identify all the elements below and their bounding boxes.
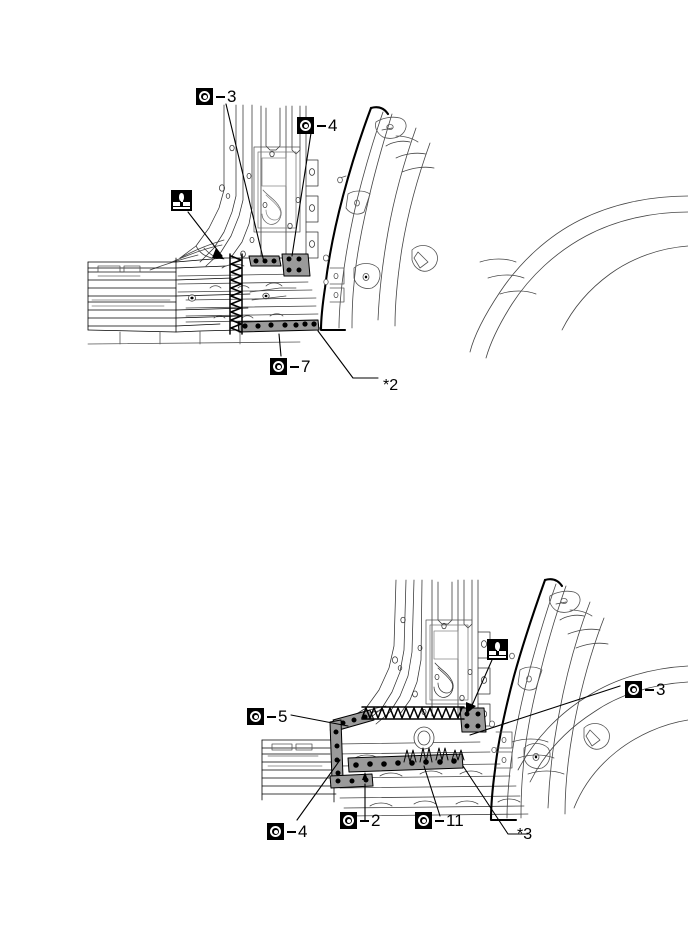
upper-rocker-panel bbox=[87, 257, 307, 333]
weld-point-icon bbox=[297, 117, 314, 134]
leader-to-weld-5 bbox=[290, 714, 349, 727]
sealer-nozzle-shape bbox=[495, 641, 500, 650]
lower-wheel-arch-inner bbox=[506, 583, 688, 819]
lower-wheel-arch-outer bbox=[489, 578, 564, 822]
callout-weld-7-upper[interactable]: 7 bbox=[270, 358, 310, 375]
weld-point-icon bbox=[340, 812, 357, 829]
sealer-nozzle-shape bbox=[179, 192, 184, 201]
weld-point-icon bbox=[270, 358, 287, 375]
leader-to-star-2 bbox=[317, 330, 379, 379]
sealer-application-icon bbox=[487, 639, 508, 660]
weld-strip-upper-bottom bbox=[237, 319, 320, 333]
weld-point-icon bbox=[247, 708, 264, 725]
callout-dash bbox=[267, 715, 276, 718]
weld-strip-lower-right bbox=[459, 707, 487, 733]
callout-dash bbox=[290, 365, 299, 368]
sealer-bar-right bbox=[183, 202, 190, 206]
sealer-base-bar bbox=[489, 656, 506, 658]
sealer-spring-symbols bbox=[403, 747, 465, 763]
callout-number: 3 bbox=[656, 680, 666, 699]
leader-arrowhead-weld-2 bbox=[362, 772, 368, 780]
lower-leader-lines bbox=[290, 659, 621, 835]
lower-apron-detail bbox=[488, 590, 610, 769]
weld-point-icon bbox=[415, 812, 432, 829]
callout-weld-2-lower[interactable]: 2 bbox=[340, 812, 380, 829]
lower-figure-drawing bbox=[261, 578, 688, 835]
leader-to-weld-4-lower bbox=[296, 759, 341, 821]
weld-strip-upper-left bbox=[248, 255, 282, 267]
weld-point-icon bbox=[196, 88, 213, 105]
callout-number: 11 bbox=[446, 811, 464, 830]
sealer-stem-shape bbox=[496, 648, 499, 651]
callout-dash bbox=[360, 819, 369, 822]
leader-to-sealer-lower bbox=[469, 659, 493, 711]
leader-to-weld-4 bbox=[291, 132, 312, 257]
upper-pillar-structure bbox=[179, 104, 319, 269]
sealer-bead-upper-vertical bbox=[229, 253, 243, 335]
callout-dash bbox=[317, 124, 326, 127]
callout-weld-4-lower[interactable]: 4 bbox=[267, 823, 307, 840]
leader-to-weld-7 bbox=[278, 333, 282, 357]
callout-weld-4-upper[interactable]: 4 bbox=[297, 117, 337, 134]
weld-point-icon bbox=[625, 681, 642, 698]
callout-number: 4 bbox=[298, 822, 308, 841]
callout-dash bbox=[216, 95, 225, 98]
callout-weld-3-lower[interactable]: 3 bbox=[625, 681, 665, 698]
figure-lower-body-view bbox=[0, 520, 688, 920]
callout-dash bbox=[645, 688, 654, 691]
weld-strip-lower-horizontal bbox=[347, 753, 464, 773]
sealer-base-bar bbox=[173, 207, 190, 209]
sealer-bar-left bbox=[173, 202, 180, 206]
leader-to-weld-11 bbox=[423, 765, 441, 817]
callout-number: 4 bbox=[328, 116, 338, 135]
note-marker-star-3: *3 bbox=[517, 826, 533, 843]
callout-weld-11-lower[interactable]: 11 bbox=[415, 812, 464, 829]
sealer-bar-left bbox=[489, 651, 496, 655]
sealer-application-icon bbox=[171, 190, 192, 211]
weld-point-icon bbox=[267, 823, 284, 840]
leader-to-weld-3-lower bbox=[469, 685, 621, 736]
note-marker-star-2: *2 bbox=[383, 377, 399, 394]
callout-dash bbox=[435, 819, 444, 822]
upper-wheel-arch-inner bbox=[338, 111, 688, 359]
figure-upper-body-view bbox=[0, 0, 688, 430]
leader-to-star-3 bbox=[462, 765, 529, 835]
upper-wheel-arch-outer bbox=[319, 106, 390, 332]
sealer-bar-right bbox=[499, 651, 506, 655]
callout-number: 2 bbox=[371, 811, 381, 830]
lower-pillar-structure bbox=[349, 579, 491, 727]
lower-rocker-panel bbox=[261, 735, 337, 803]
callout-number: 7 bbox=[301, 357, 311, 376]
leader-arrowhead-sealer bbox=[212, 248, 224, 259]
upper-figure-drawing bbox=[87, 103, 688, 379]
leader-arrowhead-sealer-lower bbox=[466, 702, 476, 714]
callout-weld-3-upper[interactable]: 3 bbox=[196, 88, 236, 105]
leader-to-weld-3 bbox=[225, 103, 265, 263]
upper-apron-detail bbox=[322, 116, 438, 303]
weld-strip-upper-right bbox=[281, 253, 311, 277]
sealer-stem-shape bbox=[180, 199, 183, 202]
sealer-bead-lower-horizontal bbox=[361, 706, 465, 720]
upper-leader-lines bbox=[187, 103, 379, 379]
callout-weld-5-lower[interactable]: 5 bbox=[247, 708, 287, 725]
callout-number: 3 bbox=[227, 87, 237, 106]
callout-number: 5 bbox=[278, 707, 288, 726]
weld-strip-lower-bottom bbox=[329, 773, 374, 789]
callout-dash bbox=[287, 830, 296, 833]
